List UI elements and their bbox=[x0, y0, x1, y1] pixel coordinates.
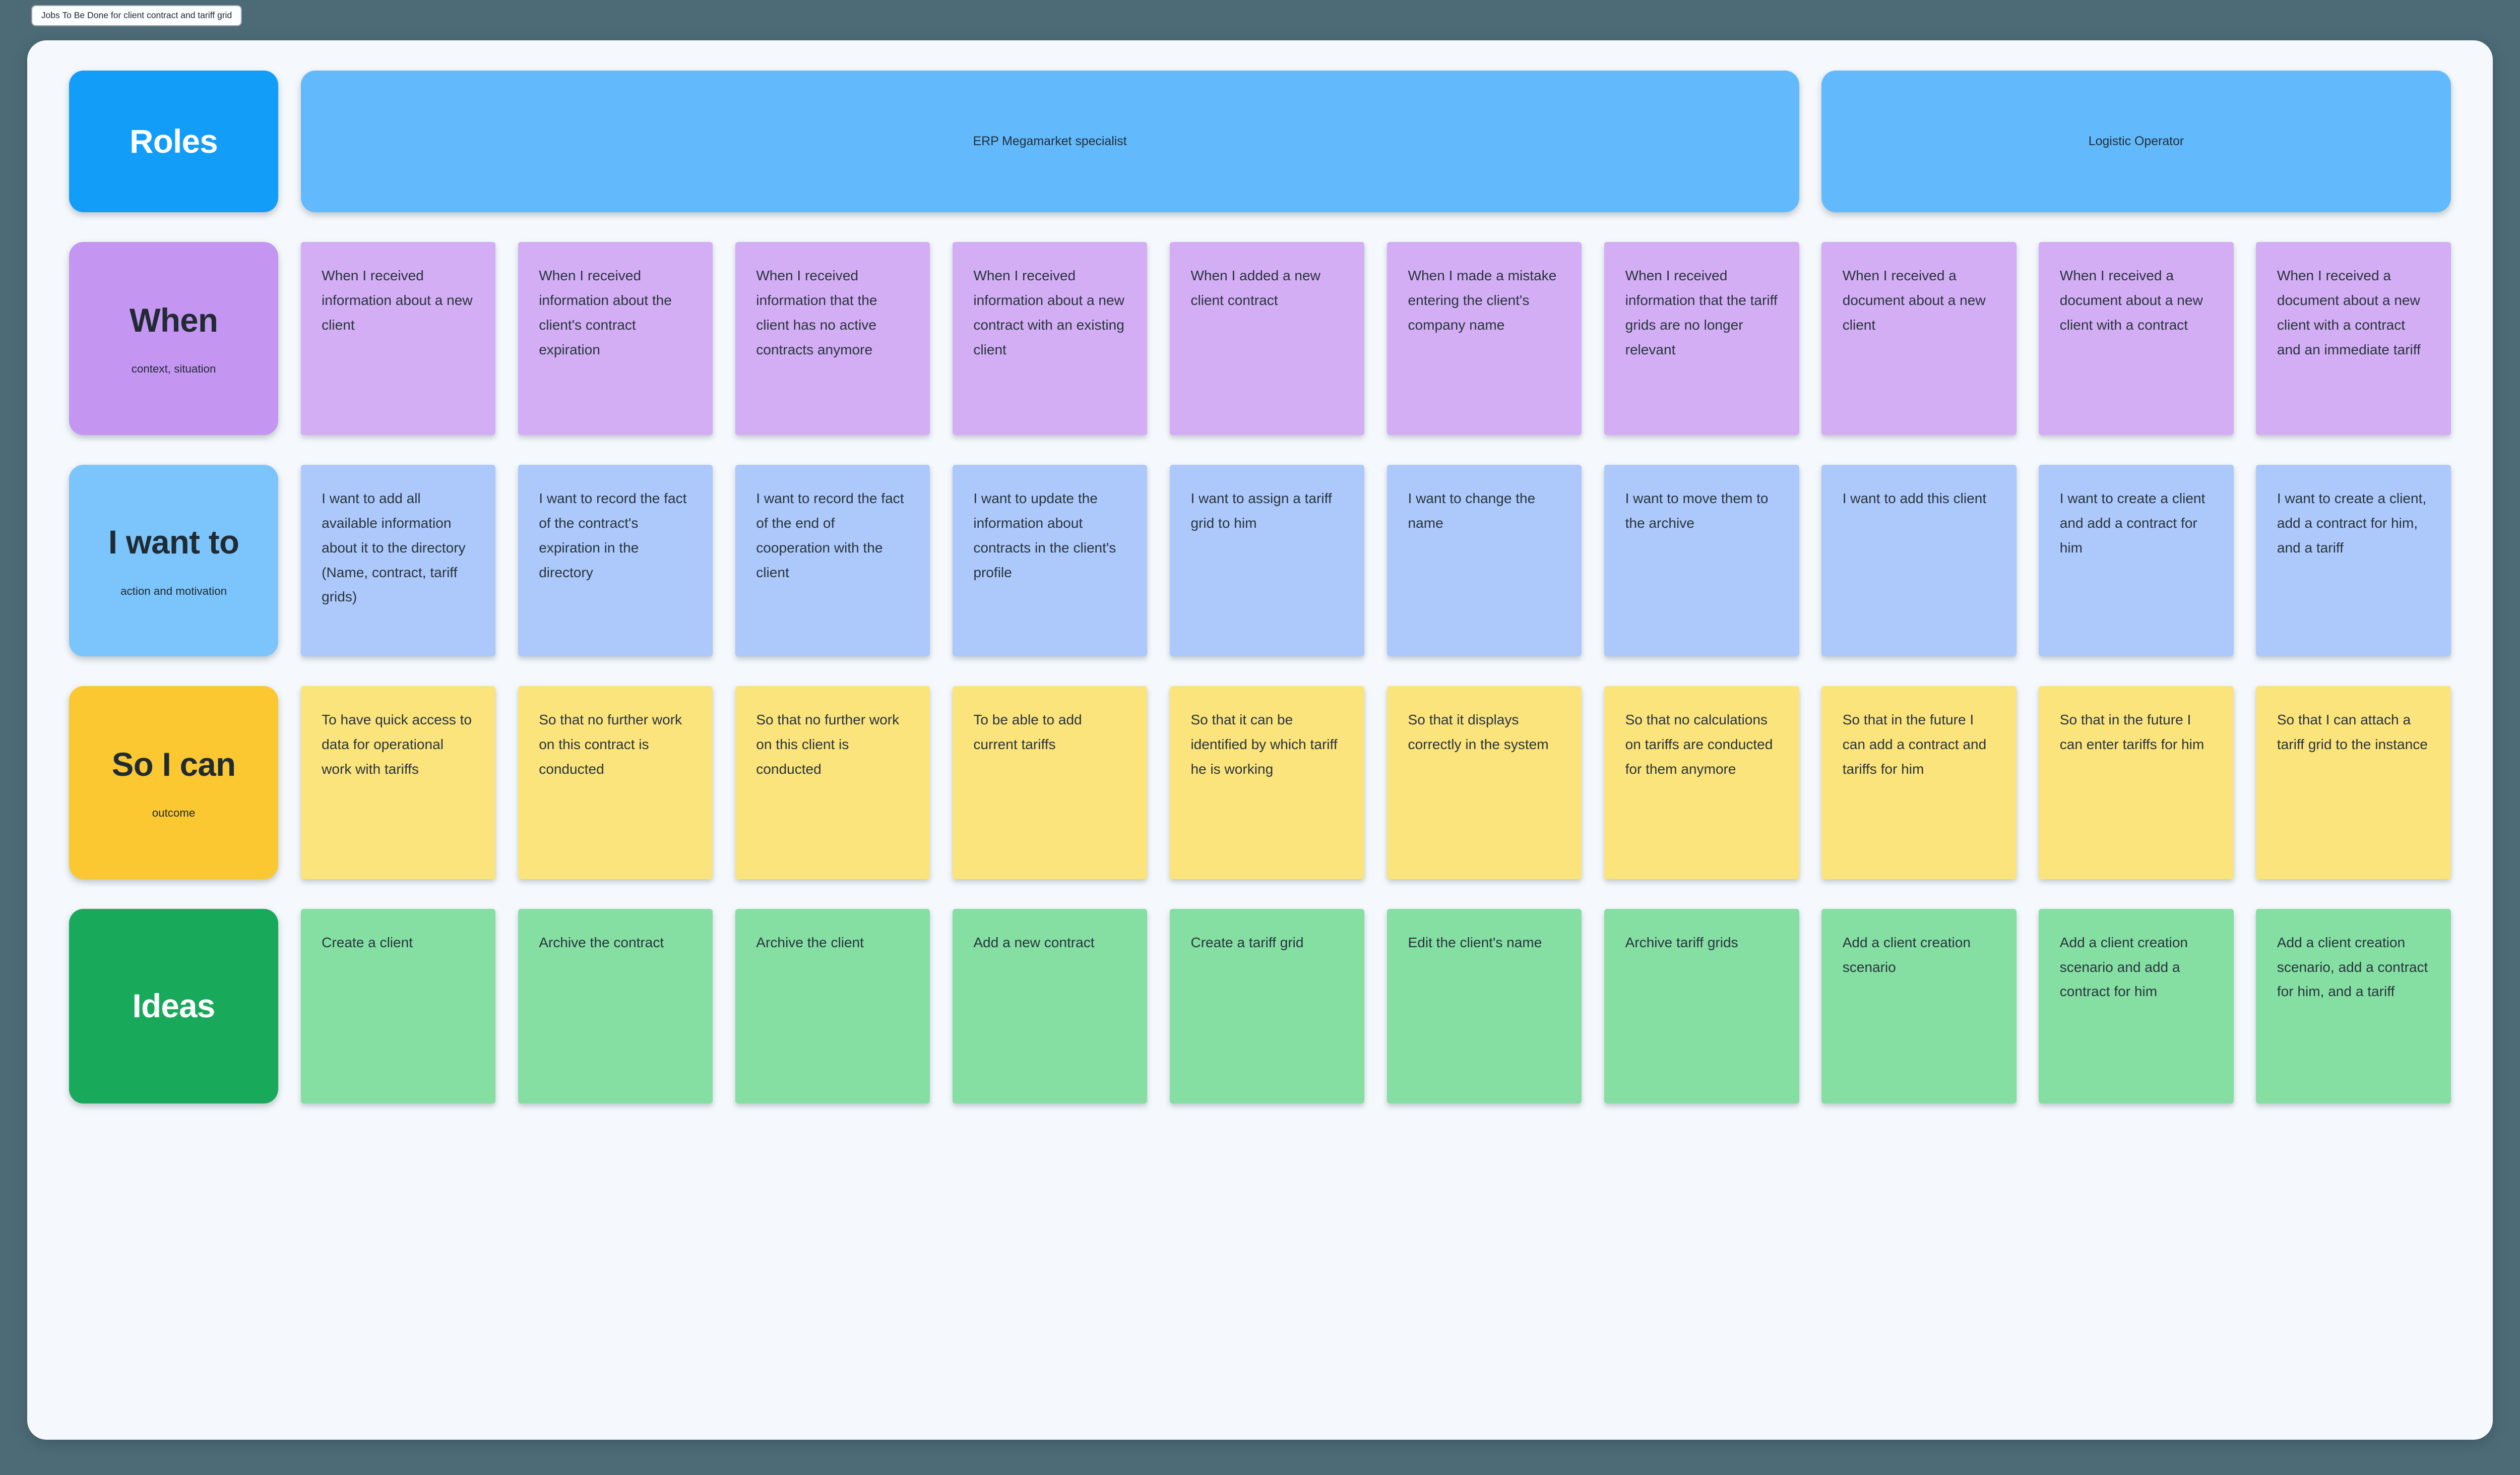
jtbd-grid: Roles ERP Megamarket specialist Logistic… bbox=[69, 71, 2451, 1402]
sticky-note[interactable]: Archive tariff grids bbox=[1604, 908, 1799, 1103]
row-header-so-i-can[interactable]: So I can outcome bbox=[69, 686, 278, 879]
role-cell-erp-megamarket-specialist[interactable]: ERP Megamarket specialist bbox=[300, 71, 1799, 213]
sticky-note[interactable]: When I added a new client contract bbox=[1169, 242, 1365, 436]
sticky-note[interactable]: I want to record the fact of the end of … bbox=[735, 465, 930, 656]
sticky-note[interactable]: So that no further work on this contract… bbox=[518, 686, 713, 879]
sticky-note[interactable]: To be able to add current tariffs bbox=[952, 686, 1148, 879]
role-cell-label: ERP Megamarket specialist bbox=[973, 134, 1127, 149]
sticky-note[interactable]: Add a client creation scenario, add a co… bbox=[2256, 908, 2451, 1103]
sticky-note[interactable]: I want to update the information about c… bbox=[952, 465, 1148, 656]
sticky-note[interactable]: I want to add all available information … bbox=[300, 465, 496, 656]
row-header-roles-label: Roles bbox=[130, 123, 218, 160]
row-header-so-i-can-label: So I can bbox=[111, 746, 236, 783]
jtbd-board: Roles ERP Megamarket specialist Logistic… bbox=[27, 40, 2493, 1440]
sticky-note[interactable]: To have quick access to data for operati… bbox=[300, 686, 496, 879]
sticky-note[interactable]: When I received information about the cl… bbox=[518, 242, 713, 436]
row-header-when[interactable]: When context, situation bbox=[69, 242, 278, 436]
sticky-note[interactable]: So that I can attach a tariff grid to th… bbox=[2256, 686, 2451, 879]
sticky-note[interactable]: Archive the client bbox=[735, 908, 930, 1103]
row-header-ideas-label: Ideas bbox=[132, 988, 216, 1025]
sticky-note[interactable]: When I received information that the cli… bbox=[735, 242, 930, 436]
sticky-note[interactable]: So that it displays correctly in the sys… bbox=[1387, 686, 1582, 879]
sticky-note[interactable]: Create a tariff grid bbox=[1169, 908, 1365, 1103]
sticky-note[interactable]: Add a new contract bbox=[952, 908, 1148, 1103]
sticky-note[interactable]: I want to create a client and add a cont… bbox=[2039, 465, 2234, 656]
sticky-note[interactable]: So that it can be identified by which ta… bbox=[1169, 686, 1365, 879]
sticky-note[interactable]: I want to move them to the archive bbox=[1604, 465, 1799, 656]
row-header-i-want-to-subtitle: action and motivation bbox=[120, 584, 227, 597]
row-header-so-i-can-subtitle: outcome bbox=[152, 806, 196, 819]
role-cell-label: Logistic Operator bbox=[2088, 134, 2184, 149]
sticky-note[interactable]: When I received information that the tar… bbox=[1604, 242, 1799, 436]
sticky-note[interactable]: When I made a mistake entering the clien… bbox=[1387, 242, 1582, 436]
frame-title-tab[interactable]: Jobs To Be Done for client contract and … bbox=[31, 5, 242, 27]
sticky-note[interactable]: When I received a document about a new c… bbox=[2256, 242, 2451, 436]
sticky-note[interactable]: So that in the future I can add a contra… bbox=[1821, 686, 2017, 879]
row-header-when-label: When bbox=[129, 302, 218, 339]
role-cell-logistic-operator[interactable]: Logistic Operator bbox=[1821, 71, 2451, 213]
sticky-note[interactable]: I want to record the fact of the contrac… bbox=[518, 465, 713, 656]
sticky-note[interactable]: When I received information about a new … bbox=[952, 242, 1148, 436]
sticky-note[interactable]: I want to create a client, add a contrac… bbox=[2256, 465, 2451, 656]
row-header-i-want-to[interactable]: I want to action and motivation bbox=[69, 465, 278, 656]
sticky-note[interactable]: When I received a document about a new c… bbox=[2039, 242, 2234, 436]
sticky-note[interactable]: Add a client creation scenario and add a… bbox=[2039, 908, 2234, 1103]
sticky-note[interactable]: So that in the future I can enter tariff… bbox=[2039, 686, 2234, 879]
sticky-note[interactable]: Edit the client's name bbox=[1387, 908, 1582, 1103]
sticky-note[interactable]: So that no further work on this client i… bbox=[735, 686, 930, 879]
sticky-note[interactable]: Archive the contract bbox=[518, 908, 713, 1103]
row-header-ideas[interactable]: Ideas bbox=[69, 908, 278, 1103]
sticky-note[interactable]: So that no calculations on tariffs are c… bbox=[1604, 686, 1799, 879]
sticky-note[interactable]: Create a client bbox=[300, 908, 496, 1103]
sticky-note[interactable]: I want to assign a tariff grid to him bbox=[1169, 465, 1365, 656]
sticky-note[interactable]: I want to change the name bbox=[1387, 465, 1582, 656]
sticky-note[interactable]: Add a client creation scenario bbox=[1821, 908, 2017, 1103]
sticky-note[interactable]: When I received information about a new … bbox=[300, 242, 496, 436]
row-header-roles[interactable]: Roles bbox=[69, 71, 278, 213]
row-header-when-subtitle: context, situation bbox=[131, 362, 216, 376]
sticky-note[interactable]: When I received a document about a new c… bbox=[1821, 242, 2017, 436]
row-header-i-want-to-label: I want to bbox=[108, 524, 239, 561]
sticky-note[interactable]: I want to add this client bbox=[1821, 465, 2017, 656]
